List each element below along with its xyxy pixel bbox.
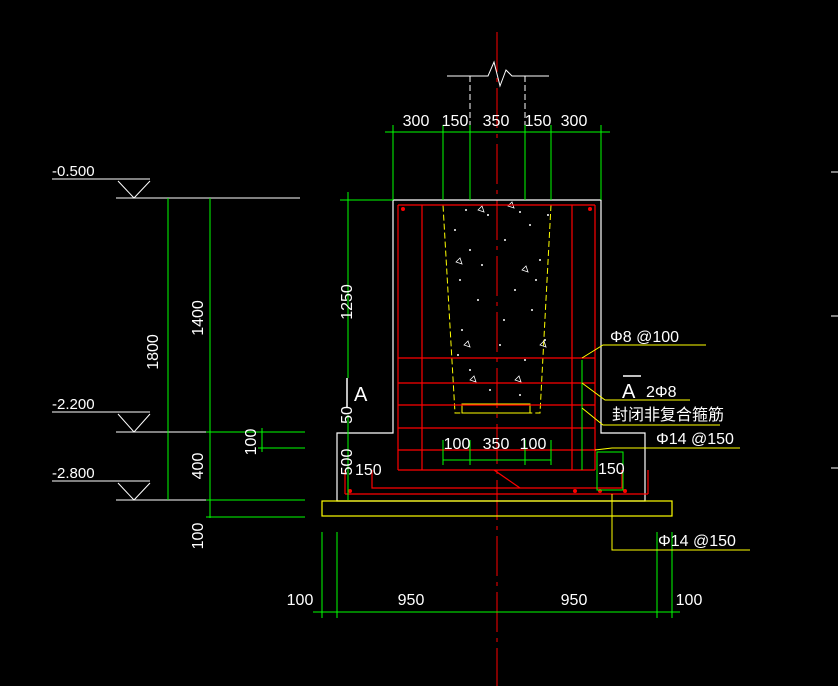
dim-left-150: 150: [355, 462, 382, 479]
rebar-labels: Φ8 @100 2Φ8 封闭非复合箍筋 Φ14 @150 Φ14 @150: [610, 329, 736, 550]
dim-50: 50: [339, 406, 356, 424]
elevation-1: -0.500: [52, 163, 95, 180]
dim-100-bottom: 100: [190, 523, 207, 550]
dim-1800: 1800: [145, 334, 162, 370]
elevation-labels: -0.500 -2.200 -2.800: [52, 163, 95, 482]
label-bottom-mesh: Φ14 @150: [658, 533, 736, 550]
elevation-2: -2.200: [52, 396, 95, 413]
section-label-right: A: [622, 381, 636, 403]
label-top-mesh: Φ14 @150: [656, 431, 734, 448]
dim-500: 500: [339, 449, 356, 476]
section-mark-right: A: [622, 375, 641, 403]
dim-top-1: 300: [403, 113, 430, 130]
dim-1250: 1250: [339, 284, 356, 320]
dim-right-150: 150: [598, 461, 625, 478]
dim-bottom-2: 950: [398, 592, 425, 609]
top-dimension-line: [385, 125, 610, 200]
bottom-dimension-lines: [313, 532, 680, 618]
dim-inner-1: 100: [444, 436, 471, 453]
label-closed-stirrup: 封闭非复合箍筋: [612, 406, 724, 424]
blinding-slab: [321, 500, 673, 517]
section-mark-left: A: [346, 378, 368, 408]
dim-top-4: 150: [525, 113, 552, 130]
section-label-left: A: [354, 384, 368, 406]
right-150-box: [596, 451, 624, 491]
rebar-dots: [348, 207, 627, 493]
label-vertical: 2Φ8: [646, 384, 677, 401]
inner-bottom-dims: 100 350 100: [444, 436, 547, 453]
dim-top-5: 300: [561, 113, 588, 130]
dim-1400: 1400: [190, 300, 207, 336]
dim-inner-2: 350: [483, 436, 510, 453]
label-stirrup: Φ8 @100: [610, 329, 679, 346]
left-dims: 1800 1400 400 100 100 1250 50 500 150: [145, 284, 382, 549]
dim-400: 400: [190, 453, 207, 480]
concrete-outline: [336, 199, 646, 502]
dim-bottom-1: 100: [287, 592, 314, 609]
left-dimension-lines: [167, 192, 393, 518]
column-break: [447, 60, 549, 200]
rebar-leaders: [581, 344, 750, 551]
elevation-3: -2.800: [52, 465, 95, 482]
dim-top-2: 150: [442, 113, 469, 130]
dim-bottom-4: 100: [676, 592, 703, 609]
dim-inner-3: 100: [520, 436, 547, 453]
bottom-dims: 100 950 950 100: [287, 592, 703, 609]
inner-bottom-dim-lines: [442, 360, 583, 470]
edge-ticks: [831, 171, 838, 469]
dim-100-small: 100: [243, 429, 260, 456]
dim-bottom-3: 950: [561, 592, 588, 609]
elevation-markers: [52, 178, 300, 501]
top-dims: 300 150 350 150 300: [403, 113, 588, 130]
dim-top-3: 350: [483, 113, 510, 130]
rebar-cage: [344, 204, 649, 495]
